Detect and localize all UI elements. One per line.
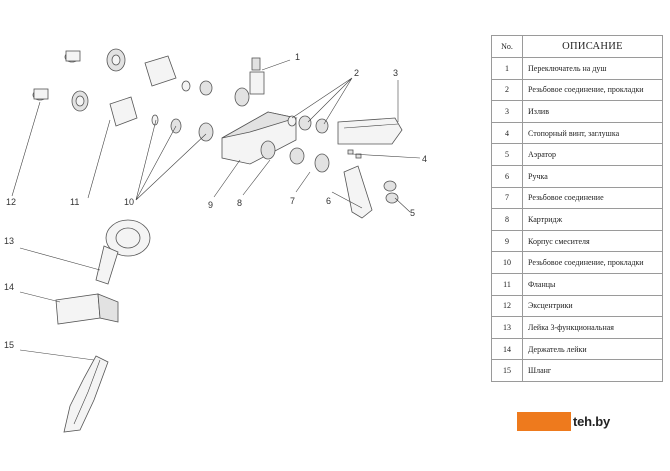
callout-2: 2	[354, 68, 359, 78]
row-no: 9	[491, 229, 523, 253]
row-desc: Стопорный винт, заглушка	[522, 121, 663, 145]
callout-11: 11	[70, 197, 79, 207]
leader-lines	[11, 59, 421, 361]
row-no: 1	[491, 57, 523, 80]
thread-fittings	[151, 80, 250, 142]
row-desc: Аэратор	[522, 143, 663, 166]
mixer-body	[221, 111, 298, 165]
callout-4: 4	[422, 154, 427, 164]
row-desc: Корпус смесителя	[522, 229, 663, 253]
row-desc: Лейка 3-функциональная	[522, 316, 663, 339]
row-desc: Излив	[522, 100, 663, 123]
row-no: 5	[491, 143, 523, 166]
row-desc: Держатель лейки	[522, 337, 663, 361]
callout-8: 8	[237, 198, 242, 208]
shower-hose	[63, 355, 109, 433]
table-header-row: No. ОПИСАНИЕ	[491, 35, 663, 58]
callout-5: 5	[410, 208, 415, 218]
exploded-parts-diagram: 1 2 3 4 5 6 7 8 9 10 11 12 13 14 15	[4, 48, 427, 433]
row-desc: Резьбовое соединение	[522, 186, 663, 210]
handle	[343, 165, 373, 219]
callout-12: 12	[6, 197, 16, 207]
hand-shower	[95, 219, 151, 285]
callout-7: 7	[290, 196, 295, 206]
watermark-orange-box	[517, 412, 571, 431]
flange-parts	[71, 48, 177, 127]
callout-14: 14	[4, 282, 14, 292]
row-no: 10	[491, 251, 523, 274]
row-no: 14	[491, 337, 523, 361]
row-no: 6	[491, 164, 523, 188]
row-desc: Шланг	[522, 359, 663, 382]
watermark-logo: teh.by	[517, 412, 610, 431]
aerator	[383, 180, 399, 204]
row-desc: Эксцентрики	[522, 294, 663, 318]
row-no: 12	[491, 294, 523, 318]
row-no: 11	[491, 272, 523, 296]
row-desc: Резьбовое соединение, прокладки	[522, 78, 663, 102]
set-screw	[347, 149, 362, 159]
eccentric-parts	[32, 50, 81, 101]
callout-9: 9	[208, 200, 213, 210]
callout-13: 13	[4, 236, 14, 246]
callout-10: 10	[124, 197, 134, 207]
diverter-switch	[249, 57, 265, 95]
row-no: 3	[491, 100, 523, 123]
header-description: ОПИСАНИЕ	[522, 35, 663, 58]
row-desc: Резьбовое соединение, прокладки	[522, 251, 663, 274]
shower-holder	[55, 293, 119, 325]
row-no: 7	[491, 186, 523, 210]
callout-numbers: 1 2 3 4 5 6 7 8 9 10 11 12 13 14 15	[4, 52, 427, 350]
row-desc: Переключатель на душ	[522, 57, 663, 80]
callout-3: 3	[393, 68, 398, 78]
header-no: No.	[491, 35, 523, 58]
spout	[337, 117, 403, 145]
row-no: 13	[491, 316, 523, 339]
row-desc: Ручка	[522, 164, 663, 188]
cartridge	[260, 140, 330, 173]
row-desc: Фланцы	[522, 272, 663, 296]
watermark-text: teh.by	[573, 414, 611, 429]
row-desc: Картридж	[522, 208, 663, 231]
callout-15: 15	[4, 340, 14, 350]
row-no: 8	[491, 208, 523, 231]
row-no: 4	[491, 121, 523, 145]
row-no: 15	[491, 359, 523, 382]
row-no: 2	[491, 78, 523, 102]
callout-1: 1	[295, 52, 300, 62]
callout-6: 6	[326, 196, 331, 206]
